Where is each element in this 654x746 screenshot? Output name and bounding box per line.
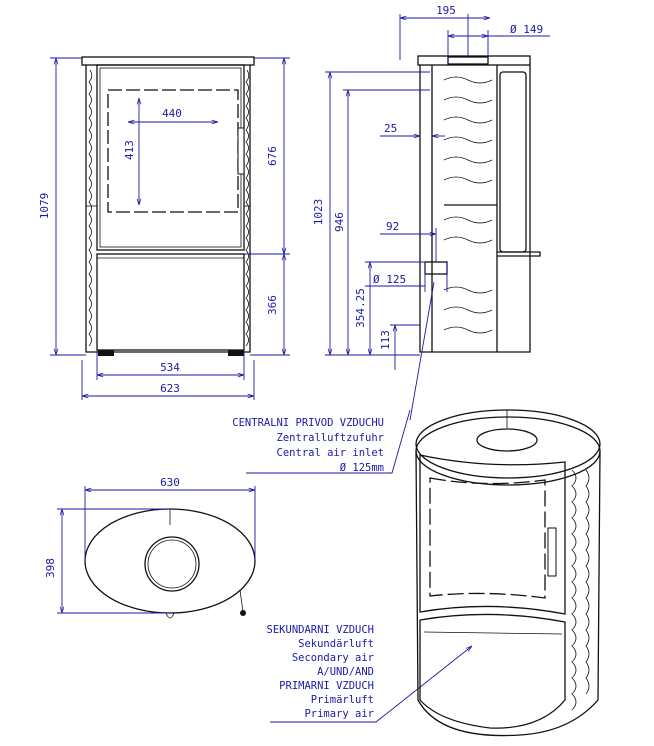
3d-glass <box>429 477 546 599</box>
side-body <box>419 65 531 353</box>
air-inlet <box>424 261 448 275</box>
dim-440: 440 <box>162 107 182 120</box>
stone-cladding-left <box>88 69 93 347</box>
svg-text:CENTRALNI PRIVOD VZDUCHU: CENTRALNI PRIVOD VZDUCHU <box>232 417 384 429</box>
3d-door <box>419 454 566 615</box>
dim-623: 623 <box>160 382 180 395</box>
svg-text:Primary air: Primary air <box>304 708 374 720</box>
door-handle <box>237 127 245 175</box>
3d-flue <box>476 428 538 452</box>
svg-text:PRIMARNI VZDUCH: PRIMARNI VZDUCH <box>279 680 374 692</box>
dim-1079: 1079 <box>38 193 51 220</box>
3d-top <box>415 409 601 479</box>
central-air-label: CENTRALNI PRIVOD VZDUCHU Zentralluftzufu… <box>232 409 411 474</box>
air-label: SEKUNDARNI VZDUCH Sekundärluft Secondary… <box>267 624 472 723</box>
svg-text:Primärluft: Primärluft <box>311 694 374 706</box>
front-view: 1079 676 366 440 413 534 623 <box>38 56 290 400</box>
side-top-plate <box>417 55 531 66</box>
dim-630: 630 <box>160 476 180 489</box>
dim-125: Ø 125 <box>373 273 406 286</box>
dim-534: 534 <box>160 361 180 374</box>
dim-25: 25 <box>384 122 397 135</box>
top-plate <box>81 56 255 66</box>
flue-collar <box>447 56 489 65</box>
svg-text:Secondary air: Secondary air <box>292 652 374 664</box>
dim-366: 366 <box>266 295 279 315</box>
foot-left <box>98 350 114 356</box>
svg-text:Sekundärluft: Sekundärluft <box>298 638 374 650</box>
dim-354-25: 354.25 <box>354 288 367 328</box>
dim-149: Ø 149 <box>510 23 543 36</box>
side-stone-pattern <box>443 76 493 334</box>
svg-text:Ø 125mm: Ø 125mm <box>340 462 384 474</box>
perspective-view <box>415 409 601 737</box>
3d-lower-panel <box>419 613 566 729</box>
svg-text:Zentralluftzufuhr: Zentralluftzufuhr <box>277 432 384 444</box>
3d-door-handle <box>547 527 557 577</box>
dim-1023: 1023 <box>312 199 325 226</box>
dim-676: 676 <box>266 146 279 166</box>
3d-body <box>415 450 601 737</box>
svg-text:SEKUNDARNI VZDUCH: SEKUNDARNI VZDUCH <box>267 624 374 636</box>
stove-body <box>85 65 251 353</box>
dim-413: 413 <box>123 140 136 160</box>
side-view: 195 Ø 149 1023 946 25 92 Ø 125 354.25 11… <box>312 4 550 421</box>
door-frame <box>99 67 242 248</box>
flue-circle <box>144 536 200 592</box>
dim-946: 946 <box>333 212 346 232</box>
svg-text:Central air inlet: Central air inlet <box>277 447 384 459</box>
side-door-edge <box>499 71 527 253</box>
3d-stone-cladding <box>571 469 577 711</box>
stone-cladding-right <box>245 69 250 347</box>
foot-right <box>228 350 244 356</box>
svg-text:A/UND/AND: A/UND/AND <box>317 666 374 678</box>
lower-panel <box>96 253 245 351</box>
door <box>96 64 245 251</box>
top-view: 630 398 <box>44 476 256 619</box>
dim-195: 195 <box>436 4 456 17</box>
dim-398: 398 <box>44 558 57 578</box>
dim-113: 113 <box>379 330 392 350</box>
dim-92: 92 <box>386 220 399 233</box>
